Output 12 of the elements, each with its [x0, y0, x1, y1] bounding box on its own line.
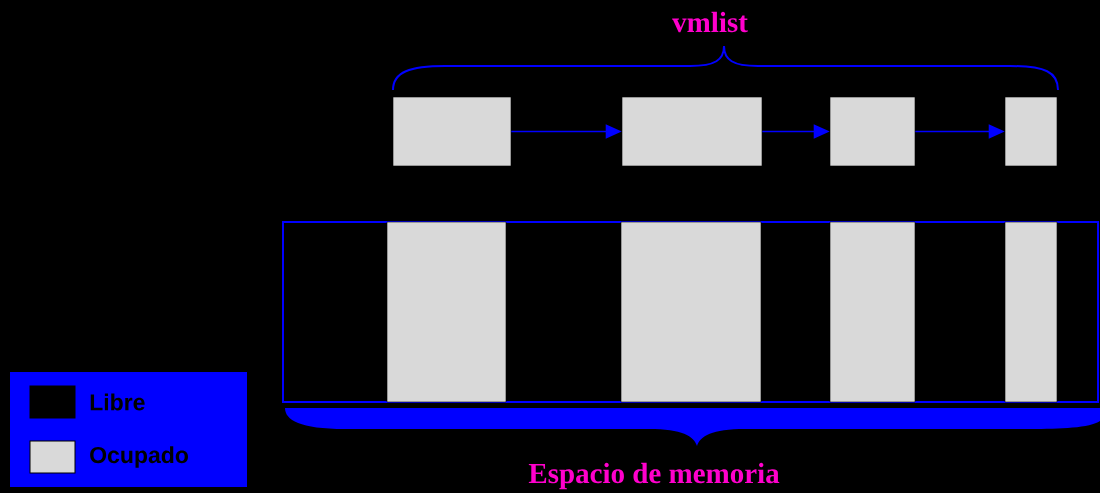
memory-block: [829, 96, 916, 167]
memory-block: [1004, 221, 1058, 403]
memory-block: [386, 221, 507, 403]
memory-block: [1004, 96, 1058, 167]
memory-block: [621, 96, 763, 167]
legend-label: Libre: [90, 393, 145, 411]
memory-block: [392, 96, 512, 167]
legend-label: Ocupado: [90, 446, 188, 468]
memory-block: [620, 221, 762, 403]
memory-block: [829, 221, 916, 403]
bracket-label: vmlist: [672, 11, 748, 33]
bracket-label: Espacio de memoria: [528, 462, 780, 490]
